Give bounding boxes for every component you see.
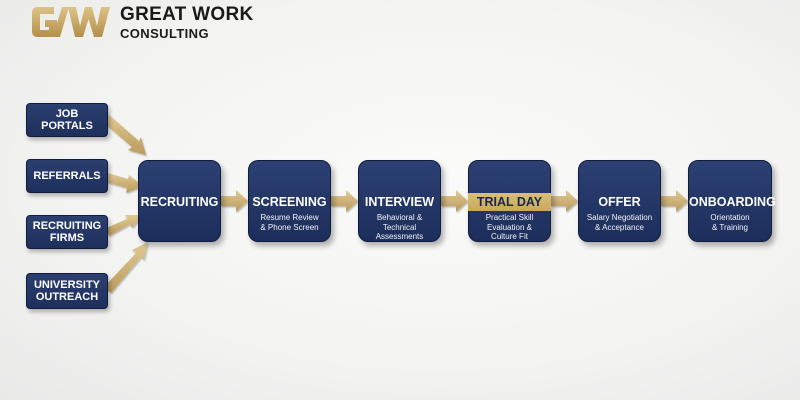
source-referrals: REFERRALS — [26, 159, 108, 193]
company-name: GREAT WORK — [120, 3, 254, 25]
arrow-university-outreach — [104, 242, 148, 293]
arrow-recruiting-firms — [106, 215, 143, 236]
stage-offer-title: OFFER — [598, 195, 641, 209]
stage-offer: OFFER Salary Negotiation & Acceptance — [578, 160, 661, 242]
stage-trial-day-subtitle: Practical Skill Evaluation & Culture Fit — [485, 213, 534, 241]
stage-offer-subtitle: Salary Negotiation & Acceptance — [586, 213, 653, 232]
stage-recruiting: RECRUITING — [138, 160, 221, 242]
source-job-portals: JOB PORTALS — [26, 103, 108, 137]
stage-recruiting-title: RECRUITING — [140, 195, 219, 209]
arrow-job-portals — [103, 114, 146, 155]
company-subtitle: CONSULTING — [120, 25, 209, 41]
arrow-referrals — [106, 173, 143, 193]
arrow-offer-to-onboarding — [661, 190, 688, 212]
arrow-trial-to-offer — [551, 190, 578, 212]
stage-interview-subtitle: Behavioral & Technical Assessments — [375, 213, 424, 241]
stage-screening-title: SCREENING — [252, 195, 327, 209]
source-recruiting-firms: RECRUITING FIRMS — [26, 215, 108, 249]
stage-onboarding-title: ONBOARDING — [689, 195, 776, 209]
stage-screening: SCREENING Resume Review & Phone Screen — [248, 160, 331, 242]
brand-header: GREAT WORK CONSULTING — [30, 3, 254, 41]
source-university-outreach: UNIVERSITY OUTREACH — [26, 273, 108, 309]
stage-trial-day-title: TRIAL DAY — [468, 193, 551, 211]
stage-onboarding-subtitle: Orientation & Training — [710, 213, 750, 232]
stage-screening-subtitle: Resume Review & Phone Screen — [260, 213, 319, 232]
stage-trial-day: TRIAL DAY Practical Skill Evaluation & C… — [468, 160, 551, 242]
stage-onboarding: ONBOARDING Orientation & Training — [688, 160, 776, 242]
arrow-interview-to-trial — [441, 190, 468, 212]
stage-interview: INTERVIEW Behavioral & Technical Assessm… — [358, 160, 441, 242]
arrow-recruiting-to-screening — [221, 190, 248, 212]
stage-interview-title: INTERVIEW — [364, 195, 435, 209]
gw-logo-icon — [32, 7, 110, 37]
arrow-screening-to-interview — [331, 190, 358, 212]
